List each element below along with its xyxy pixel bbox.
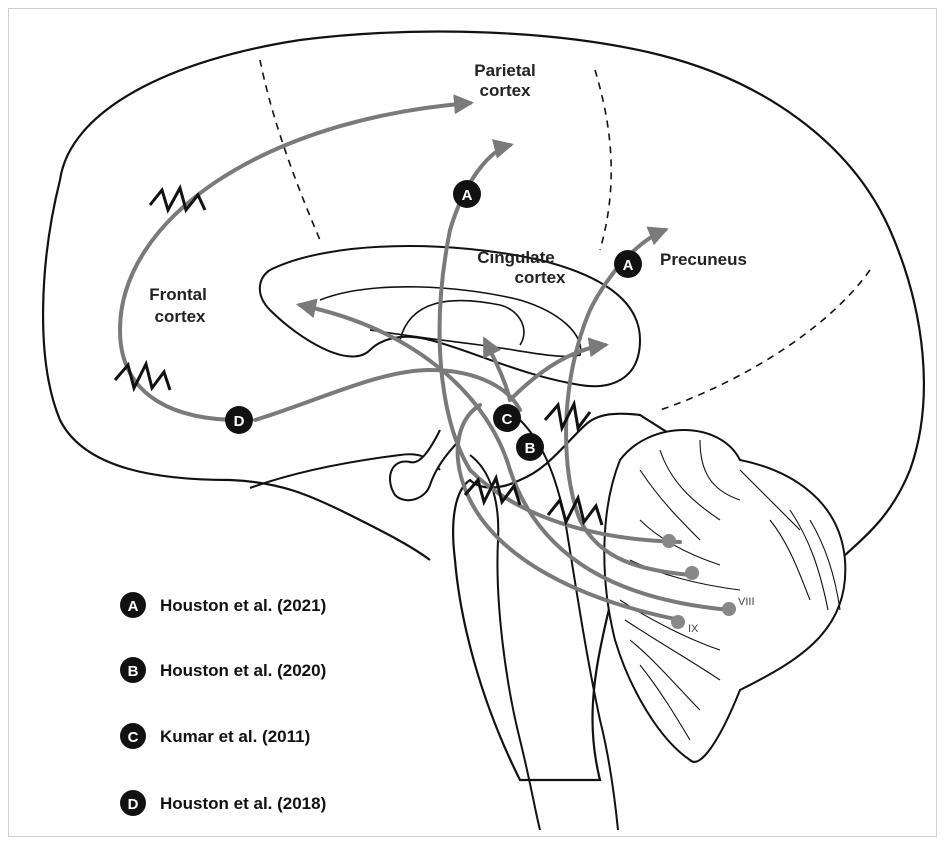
boundary-occipital (660, 270, 870, 410)
lobule-viii-label: VIII (738, 596, 755, 608)
node-viii (722, 602, 736, 616)
legend: A Houston et al. (2021) B Houston et al.… (120, 592, 326, 816)
precuneus-label: Precuneus (660, 250, 747, 269)
svg-text:Houston et al. (2021): Houston et al. (2021) (160, 596, 326, 615)
legend-item-c: C Kumar et al. (2011) (120, 723, 310, 749)
badge-c: C (493, 404, 521, 432)
badge-a-parietal: A (453, 180, 481, 208)
lobule-ix-label: IX (688, 623, 699, 635)
boundary-parietal-precuneus (595, 70, 611, 250)
svg-text:A: A (462, 187, 473, 204)
node-2 (685, 566, 699, 580)
node-ix (671, 615, 685, 629)
synapse-frontal-upper (150, 188, 205, 210)
corpus-callosum (260, 246, 640, 386)
node-1 (662, 534, 676, 548)
badge-a-precuneus: A (614, 250, 642, 278)
frontal-lobe-outline (43, 180, 430, 560)
svg-text:C: C (128, 729, 139, 746)
svg-text:A: A (128, 598, 139, 615)
svg-text:C: C (502, 411, 513, 428)
pituitary-outline (390, 430, 460, 500)
svg-text:Kumar et al. (2011): Kumar et al. (2011) (160, 727, 310, 746)
svg-text:B: B (128, 663, 139, 680)
svg-text:A: A (623, 257, 634, 274)
legend-item-b: B Houston et al. (2020) (120, 657, 326, 683)
svg-text:D: D (234, 413, 245, 430)
legend-item-d: D Houston et al. (2018) (120, 790, 326, 816)
badge-d: D (225, 406, 253, 434)
svg-text:B: B (525, 440, 536, 457)
svg-text:Houston et al. (2020): Houston et al. (2020) (160, 661, 326, 680)
legend-item-a: A Houston et al. (2021) (120, 592, 326, 618)
badge-b: B (516, 433, 544, 461)
svg-text:D: D (128, 796, 139, 813)
boundary-frontal-parietal (260, 60, 320, 240)
synapse-frontal-lower (115, 364, 170, 390)
cerebellum-outline (604, 430, 845, 762)
svg-text:Houston et al. (2018): Houston et al. (2018) (160, 794, 326, 813)
